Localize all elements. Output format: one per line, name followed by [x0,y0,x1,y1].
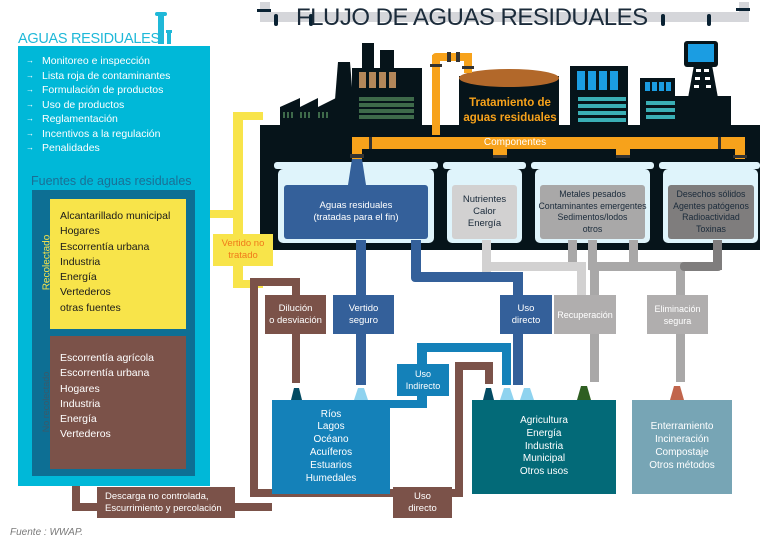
source-item: otras fuentes [60,301,121,314]
component-treated-water: Aguas residuales(tratadas para el fin) [313,200,399,223]
policy-item: →Penalidades [26,142,100,154]
arrow-icon: → [26,99,34,109]
component-tanks [274,159,760,243]
source-item: Escorrentía urbana [60,240,150,253]
nozzles [291,386,684,400]
policy-title: AGUAS RESIDUALES [18,31,160,47]
arrow-icon: → [26,85,34,94]
disposal-box: Enterramiento Incineración Compostaje Ot… [632,400,732,494]
arrow-icon: → [26,70,34,80]
uncontrolled-discharge-label: Descarga no controlada,Escurrimiento y p… [97,487,235,518]
source-item: Hogares [60,225,100,238]
source-item: Industria [60,397,101,410]
title-pipe [257,2,750,26]
policy-list: →Monitoreo e inspección →Lista roja de c… [26,54,170,156]
policy-item: →Incentivos a la regulación [26,127,161,140]
arrow-icon: → [26,128,34,138]
collected-sources-box: Alcantarillado municipal Hogares Escorre… [50,199,186,329]
treatment-label: Tratamiento de aguas residuales [463,97,557,124]
sources-title: Fuentes de aguas residuales [31,174,192,188]
components-label: Componentes [483,137,547,148]
source-item: Industria [60,255,101,268]
uses-box: Agricultura Energía Industria Municipal … [472,400,616,494]
arrow-icon: → [26,143,34,152]
source-item: Energía [60,413,97,426]
source-item: Hogares [60,382,100,395]
page-title: FLUJO DE AGUAS RESIDUALES [296,4,648,31]
policy-item: →Monitoreo e inspección [26,55,150,67]
source-item: Alcantarillado municipal [60,210,171,222]
policy-item: →Reglamentación [26,113,118,125]
source-item: Escorrentía urbana [60,367,150,380]
arrow-icon: → [26,56,34,65]
faucet-icon [154,12,174,46]
policy-item: →Lista roja de contaminantes [26,69,171,82]
recovery-label: Recuperación [554,295,616,334]
source-item: Energía [60,271,97,284]
policy-item: →Formulación de productos [26,84,164,96]
source-item: Escorrentía agrícola [60,352,154,364]
source-item: Vertederos [60,428,111,441]
collected-list: Alcantarillado municipal Hogares Escorre… [60,209,170,316]
source-item: Vertederos [60,286,111,299]
policy-item: →Uso de productos [26,98,125,111]
components-pipe [350,137,747,159]
arrow-icon: → [26,114,34,123]
water-bodies-box: Ríos Lagos Océano Acuíferos Estuarios Hu… [272,400,390,494]
uncollected-list: Escorrentía agrícola Escorrentía urbana … [60,351,154,443]
source-note: Fuente : WWAP. [10,527,83,538]
untreated-pipe [186,112,263,288]
uncollected-sources-box: Escorrentía agrícola Escorrentía urbana … [50,336,186,469]
